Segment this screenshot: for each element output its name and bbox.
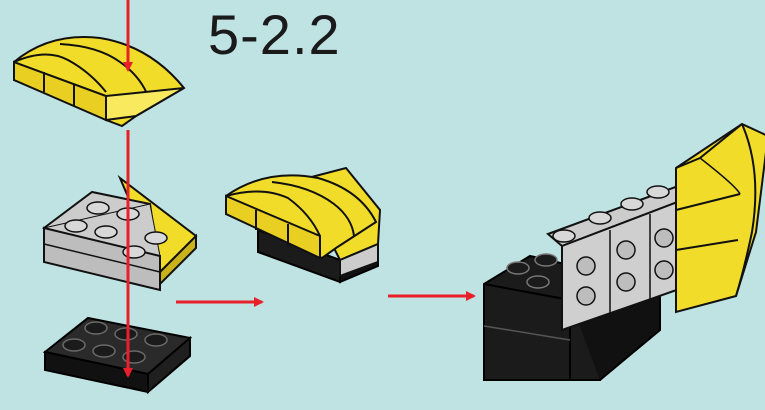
- black-plate: [45, 318, 190, 392]
- final-assembly: [484, 124, 765, 380]
- assembled-subunit: [226, 168, 380, 282]
- yellow-curved-brick: [14, 37, 184, 126]
- gray-plate-with-wedge: [44, 178, 196, 290]
